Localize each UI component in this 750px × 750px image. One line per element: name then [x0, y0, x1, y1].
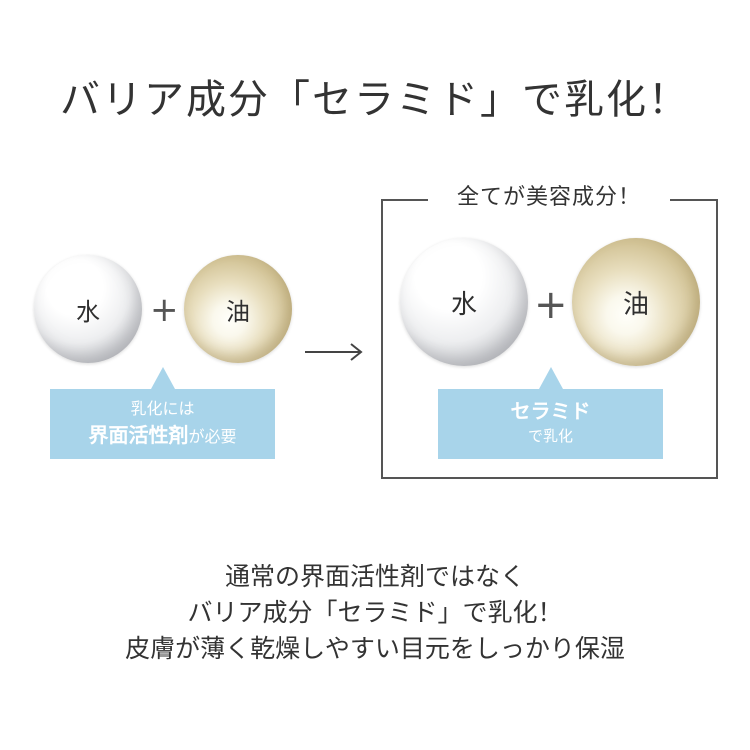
- oil-sphere-right: 油: [572, 238, 700, 366]
- water-sphere-right: 水: [400, 238, 528, 366]
- description-line1: 通常の界面活性剤ではなく: [224, 562, 525, 591]
- callout-emulsifier-needed: 乳化には 界面活性剤が必要: [50, 389, 275, 459]
- callout-ceramide-sub: で乳化: [527, 427, 573, 445]
- callout-small-text: が必要: [188, 427, 237, 446]
- callout-strong-text: 界面活性剤: [88, 423, 189, 447]
- callout-ceramide: セラミド で乳化: [438, 389, 663, 459]
- water-label: 水: [76, 297, 100, 326]
- callout-line2: 界面活性剤が必要: [50, 420, 275, 452]
- frame-label: 全てが美容成分！: [428, 183, 670, 213]
- long-arrow-right-icon: [305, 343, 363, 361]
- oil-label: 油: [622, 289, 649, 320]
- oil-label: 油: [226, 297, 250, 326]
- description-line3: 皮膚が薄く乾燥しやすい目元をしっかり保湿: [125, 634, 625, 663]
- page-title: バリア成分「セラミド」で乳化！: [60, 77, 690, 123]
- oil-sphere-left: 油: [184, 255, 292, 363]
- water-label: 水: [450, 289, 477, 320]
- plus-sign-right: +: [534, 282, 568, 328]
- callout-line1: 乳化には: [130, 399, 195, 418]
- plus-sign-left: +: [150, 290, 179, 330]
- description-line2: バリア成分「セラミド」で乳化！: [187, 598, 563, 627]
- callout-ceramide-title: セラミド: [510, 399, 591, 423]
- water-sphere-left: 水: [34, 255, 142, 363]
